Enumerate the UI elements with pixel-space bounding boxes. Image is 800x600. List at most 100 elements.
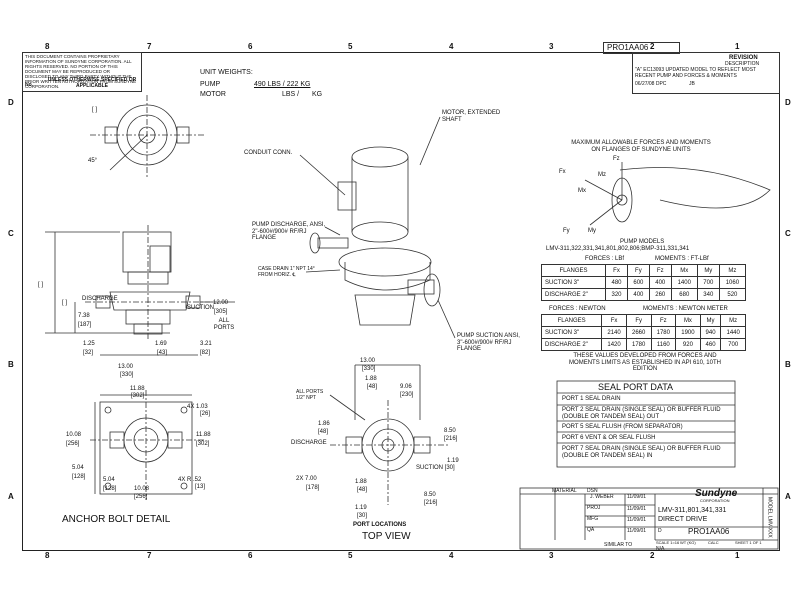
seal-port-row: PORT 1 SEAL DRAIN xyxy=(562,396,621,402)
dim-top-188-mm: [48] xyxy=(367,384,378,390)
side-suction-label: SUCTION xyxy=(187,305,214,311)
pump-models-list: LMV-311,322,331,341,801,802,806;BMP-311,… xyxy=(546,246,690,252)
dim-125-mm: [32] xyxy=(83,350,94,356)
motor-weight-kg: KG xyxy=(312,91,323,98)
table-cell: DISCHARGE 2" xyxy=(540,288,607,301)
tb-date-1: 11/09/01 xyxy=(627,494,647,500)
table-cell: 680 xyxy=(670,288,698,301)
dim-anchor-1188: 11.88 xyxy=(130,386,145,392)
col-header: Mx xyxy=(670,264,698,277)
col-header: Fz xyxy=(650,314,677,327)
dim-13-mm: [330] xyxy=(120,372,134,378)
dim-top-13-mm: [330] xyxy=(362,366,376,372)
dim-anchor-1008b-mm: [256] xyxy=(134,494,148,500)
dim-45deg: 45° xyxy=(88,158,98,164)
dim-169: 1.69 xyxy=(155,341,167,347)
proprietary-block: THIS DOCUMENT CONTAINS PROPRIETARY INFOR… xyxy=(22,52,142,92)
revision-title: REVISION xyxy=(729,55,758,61)
lbf-forces-title: FORCES : LBf xyxy=(585,256,625,262)
zone-left-A: A xyxy=(8,492,14,501)
dim-top-906: 9.06 xyxy=(400,384,412,390)
tb-similar-to: SIMILAR TO xyxy=(604,542,633,548)
table-cell: 320 xyxy=(605,288,628,301)
axis-mz: Mz xyxy=(598,172,606,178)
table-row: DISCHARGE 2" 1420 1780 1160 920 460 700 xyxy=(540,338,746,351)
axis-my: My xyxy=(588,228,596,234)
dim-top-119b-mm: [30] xyxy=(357,513,368,519)
dim-4x-103-mm: [26] xyxy=(200,411,211,417)
zone-right-A: A xyxy=(785,492,791,501)
drawing-frame xyxy=(22,52,780,551)
pump-suction-callout: PUMP SUCTION ANSI, 3"-600#/900# RF/RJ FL… xyxy=(457,333,520,353)
zone-top-6: 6 xyxy=(248,42,253,51)
motor-callout: MOTOR, EXTENDED SHAFT xyxy=(442,110,501,123)
tb-date-3: 11/09/01 xyxy=(627,517,647,523)
axis-fz: Fz xyxy=(613,156,620,162)
dim-anchor-504b: 5.04 xyxy=(103,477,115,483)
tb-subtitle: DIRECT DRIVE xyxy=(658,516,708,523)
table-cell: 920 xyxy=(675,338,701,351)
col-header: Mz xyxy=(718,264,747,277)
lbf-moments-title: MOMENTS : FT-LBf xyxy=(655,256,709,262)
dim-738: 7.38 xyxy=(78,313,90,319)
zone-bottom-6: 6 xyxy=(248,551,253,560)
dim-top-188: 1.88 xyxy=(365,376,377,382)
table-cell: 700 xyxy=(720,338,746,351)
dim-top-13: 13.00 xyxy=(360,358,376,364)
revision-description-header: DESCRIPTION xyxy=(725,61,760,67)
dim-4x-r52-mm: [13] xyxy=(195,484,206,490)
zone-top-4: 4 xyxy=(449,42,454,51)
tb-na: N/A xyxy=(656,546,665,552)
col-header: Fy xyxy=(625,314,652,327)
top-discharge-label: DISCHARGE xyxy=(291,440,327,446)
proprietary-spec: UNLESS OTHERWISE SPECIFIED OR APPLICABLE xyxy=(47,77,137,89)
dim-top-906-mm: [230] xyxy=(400,392,414,398)
zone-top-7: 7 xyxy=(147,42,152,51)
zone-right-D: D xyxy=(785,98,791,107)
zone-bottom-3: 3 xyxy=(549,551,554,560)
motor-weight-label: MOTOR xyxy=(200,91,226,98)
api-note: THESE VALUES DEVELOPED FROM FORCES AND M… xyxy=(569,353,721,373)
table-row: DISCHARGE 2" 320 400 260 680 340 520 xyxy=(540,288,747,301)
table-cell: 340 xyxy=(696,288,720,301)
tb-qa: QA xyxy=(587,527,595,533)
side-bracket: [ ] xyxy=(38,282,44,288)
proprietary-no: No xyxy=(25,82,32,88)
table-row: SUCTION 3" 2140 2660 1780 1900 940 1440 xyxy=(540,326,746,339)
iso-motor-top xyxy=(351,146,409,168)
table-cell: 520 xyxy=(718,288,747,301)
col-header: My xyxy=(699,314,722,327)
dim-top-2x7-mm: [178] xyxy=(306,485,320,491)
table-row: SUCTION 3" 480 600 400 1400 700 1060 xyxy=(540,276,747,289)
revision-block: REVISION DESCRIPTION "A" EC13093 UPDATED… xyxy=(632,52,780,94)
side-discharge-label: DISCHARGE xyxy=(82,296,118,302)
axis-fx: Fx xyxy=(559,169,566,175)
tb-mfg: MFG xyxy=(587,516,599,522)
company-sub: CORPORATION xyxy=(700,498,730,503)
conduit-callout: CONDUIT CONN. xyxy=(244,150,293,156)
table-cell: 1440 xyxy=(720,326,746,339)
table-row: FLANGES Fx Fy Fz Mx My Mz xyxy=(540,264,747,277)
top-all-ports: ALL PORTS 1/2" NPT xyxy=(296,389,324,401)
dim-4x-r52: 4X R .52 xyxy=(178,477,202,483)
table-cell: 260 xyxy=(648,288,672,301)
dim-top-119b: 1.19 xyxy=(355,505,367,511)
forces-newton-table: FLANGES Fx Fy Fz Mx My Mz SUCTION 3" 214… xyxy=(540,314,746,351)
zone-bottom-1: 1 xyxy=(735,551,740,560)
dim-top-186: 1.86 xyxy=(318,421,330,427)
dim-top-119: 1.19 xyxy=(447,458,459,464)
col-header: FLANGES xyxy=(540,314,603,327)
dim-anchor-1188b: 11.88 xyxy=(196,432,211,438)
col-header: Mx xyxy=(675,314,701,327)
motor-weight-lbs: LBS / xyxy=(282,91,300,98)
tb-dsn-name: J. WEBER xyxy=(590,494,614,500)
tb-size: D xyxy=(658,528,662,534)
forces-lbf-table: FLANGES Fx Fy Fz Mx My Mz SUCTION 3" 480… xyxy=(540,264,747,301)
revision-initials: JB xyxy=(689,81,695,87)
dim-anchor-1008: 10.08 xyxy=(66,432,82,438)
table-cell: 2140 xyxy=(601,326,627,339)
table-cell: 480 xyxy=(605,276,628,289)
table-cell: 2660 xyxy=(625,326,652,339)
dim-anchor-1188-mm: [302] xyxy=(131,393,145,399)
